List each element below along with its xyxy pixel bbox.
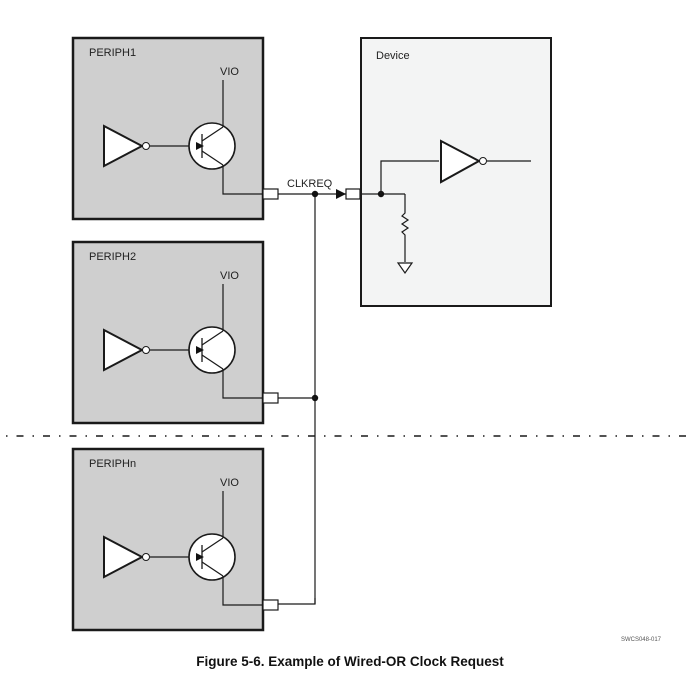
buffer-input-wire xyxy=(380,160,439,194)
output-wire xyxy=(222,576,264,606)
inverter-bubble-icon xyxy=(479,157,487,165)
periph2-label: PERIPH2 xyxy=(89,251,136,263)
inverter-bubble-icon xyxy=(142,346,150,354)
transistor-icon xyxy=(188,326,236,374)
emitter-lead xyxy=(201,561,224,577)
base-arrow-icon xyxy=(196,346,204,354)
emitter-lead xyxy=(201,354,224,370)
base-arrow-icon xyxy=(196,142,204,150)
device-label: Device xyxy=(376,50,410,62)
figure-reference-id: SWCS048-017 xyxy=(621,637,662,643)
device-inverter-icon xyxy=(440,139,482,184)
device-pin xyxy=(345,188,361,200)
collector-lead xyxy=(201,330,224,346)
base-arrow-icon xyxy=(196,553,204,561)
device-block: Device xyxy=(345,37,552,307)
inverter-bubble-icon xyxy=(142,553,150,561)
periph1-label: PERIPH1 xyxy=(89,47,136,59)
inverter-bubble-icon xyxy=(142,142,150,150)
periph2-vio-label: VIO xyxy=(220,270,239,282)
periph2-pin xyxy=(262,392,279,404)
output-wire xyxy=(222,165,264,195)
periph1-vio-label: VIO xyxy=(220,66,239,78)
buffer-icon xyxy=(103,328,145,372)
clkreq-label: CLKREQ xyxy=(287,178,333,190)
pulldown-resistor-icon xyxy=(400,194,410,262)
clkreq-bus: CLKREQ xyxy=(278,178,346,605)
buffer-icon xyxy=(103,124,145,168)
buffer-icon xyxy=(103,535,145,579)
clkreq-arrow-icon xyxy=(336,189,346,199)
ground-icon xyxy=(396,262,414,275)
figure-caption: Figure 5-6. Example of Wired-OR Clock Re… xyxy=(196,654,504,669)
periph1-pin xyxy=(262,188,279,200)
transistor-icon xyxy=(188,533,236,581)
output-wire xyxy=(222,369,264,399)
periphn-bus-wire xyxy=(278,598,316,605)
bus-junction-dot-1 xyxy=(311,190,319,198)
collector-lead xyxy=(201,126,224,142)
periphn-vio-label: VIO xyxy=(220,477,239,489)
transistor-icon xyxy=(188,122,236,170)
collector-lead xyxy=(201,537,224,553)
emitter-lead xyxy=(201,150,224,166)
periphn-pin xyxy=(262,599,279,611)
periphn-label: PERIPHn xyxy=(89,458,136,470)
